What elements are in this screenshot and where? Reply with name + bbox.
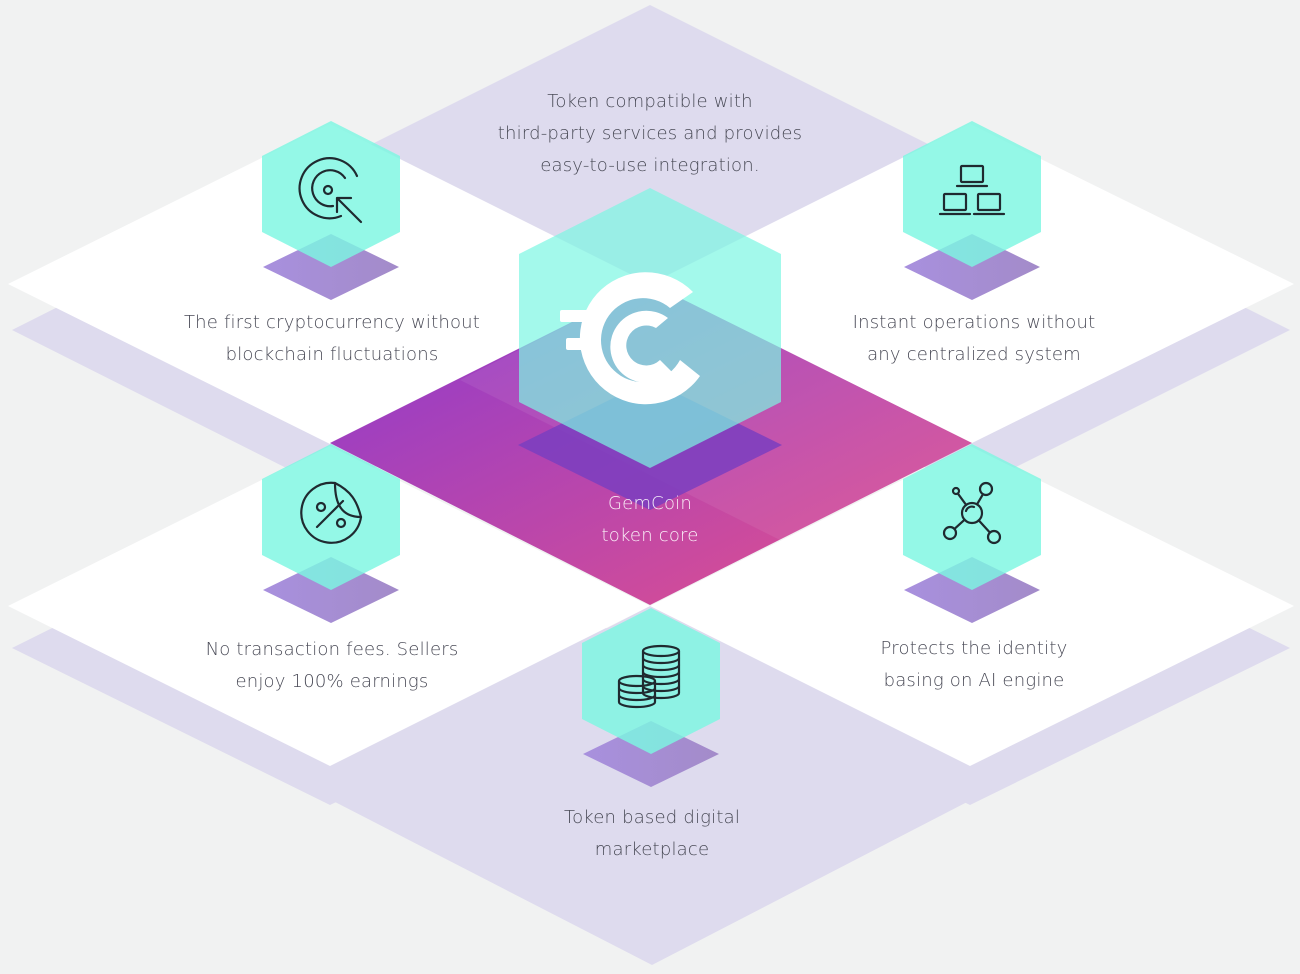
- feature-hex-bottom: [582, 608, 720, 787]
- hex-body: [262, 444, 400, 590]
- feature-hex-bottom-right: [903, 444, 1041, 623]
- core-name: GemCoin: [608, 493, 692, 514]
- feature-label-instant-operations: Instant operations without any centraliz…: [774, 307, 1174, 371]
- feature-line: Token compatible with: [547, 91, 753, 112]
- feature-hex-top-left: [262, 121, 400, 300]
- core-hexagon: [518, 188, 782, 510]
- feature-line: any centralized system: [867, 344, 1081, 365]
- feature-hex-bottom-left: [262, 444, 400, 623]
- feature-label-no-fees: No transaction fees. Sellers enjoy 100% …: [132, 634, 532, 698]
- gemcoin-logo-icon: [560, 272, 700, 405]
- feature-line: third-party services and provides: [497, 123, 803, 144]
- molecule-network-icon: [942, 481, 1002, 545]
- hex-body: [903, 444, 1041, 590]
- core-hex-body: [519, 188, 781, 468]
- target-cursor-icon: [298, 157, 363, 224]
- core-label: GemCoin token core: [500, 488, 800, 552]
- feature-line: The first cryptocurrency without: [183, 312, 481, 333]
- core-subtitle: token core: [601, 525, 699, 546]
- coin-stack-icon: [617, 644, 681, 709]
- feature-line: basing on AI engine: [883, 670, 1065, 691]
- feature-hex-top-right: [903, 121, 1041, 300]
- laptop-network-icon: [938, 164, 1006, 216]
- feature-line: No transaction fees. Sellers: [205, 639, 459, 660]
- feature-label-integration: Token compatible with third-party servic…: [450, 86, 850, 182]
- feature-label-no-fluctuations: The first cryptocurrency without blockch…: [132, 307, 532, 371]
- feature-line: enjoy 100% earnings: [235, 671, 429, 692]
- feature-line: marketplace: [594, 839, 710, 860]
- feature-line: blockchain fluctuations: [225, 344, 439, 365]
- percent-sticker-icon: [300, 481, 363, 544]
- feature-hexes: [262, 121, 1041, 787]
- hex-body: [582, 608, 720, 754]
- feature-line: easy-to-use integration.: [540, 155, 760, 176]
- feature-label-identity: Protects the identity basing on AI engin…: [774, 633, 1174, 697]
- hex-body: [903, 121, 1041, 267]
- feature-line: Token based digital: [563, 807, 741, 828]
- feature-line: Instant operations without: [852, 312, 1096, 333]
- feature-label-marketplace: Token based digital marketplace: [452, 802, 852, 866]
- feature-line: Protects the identity: [880, 638, 1068, 659]
